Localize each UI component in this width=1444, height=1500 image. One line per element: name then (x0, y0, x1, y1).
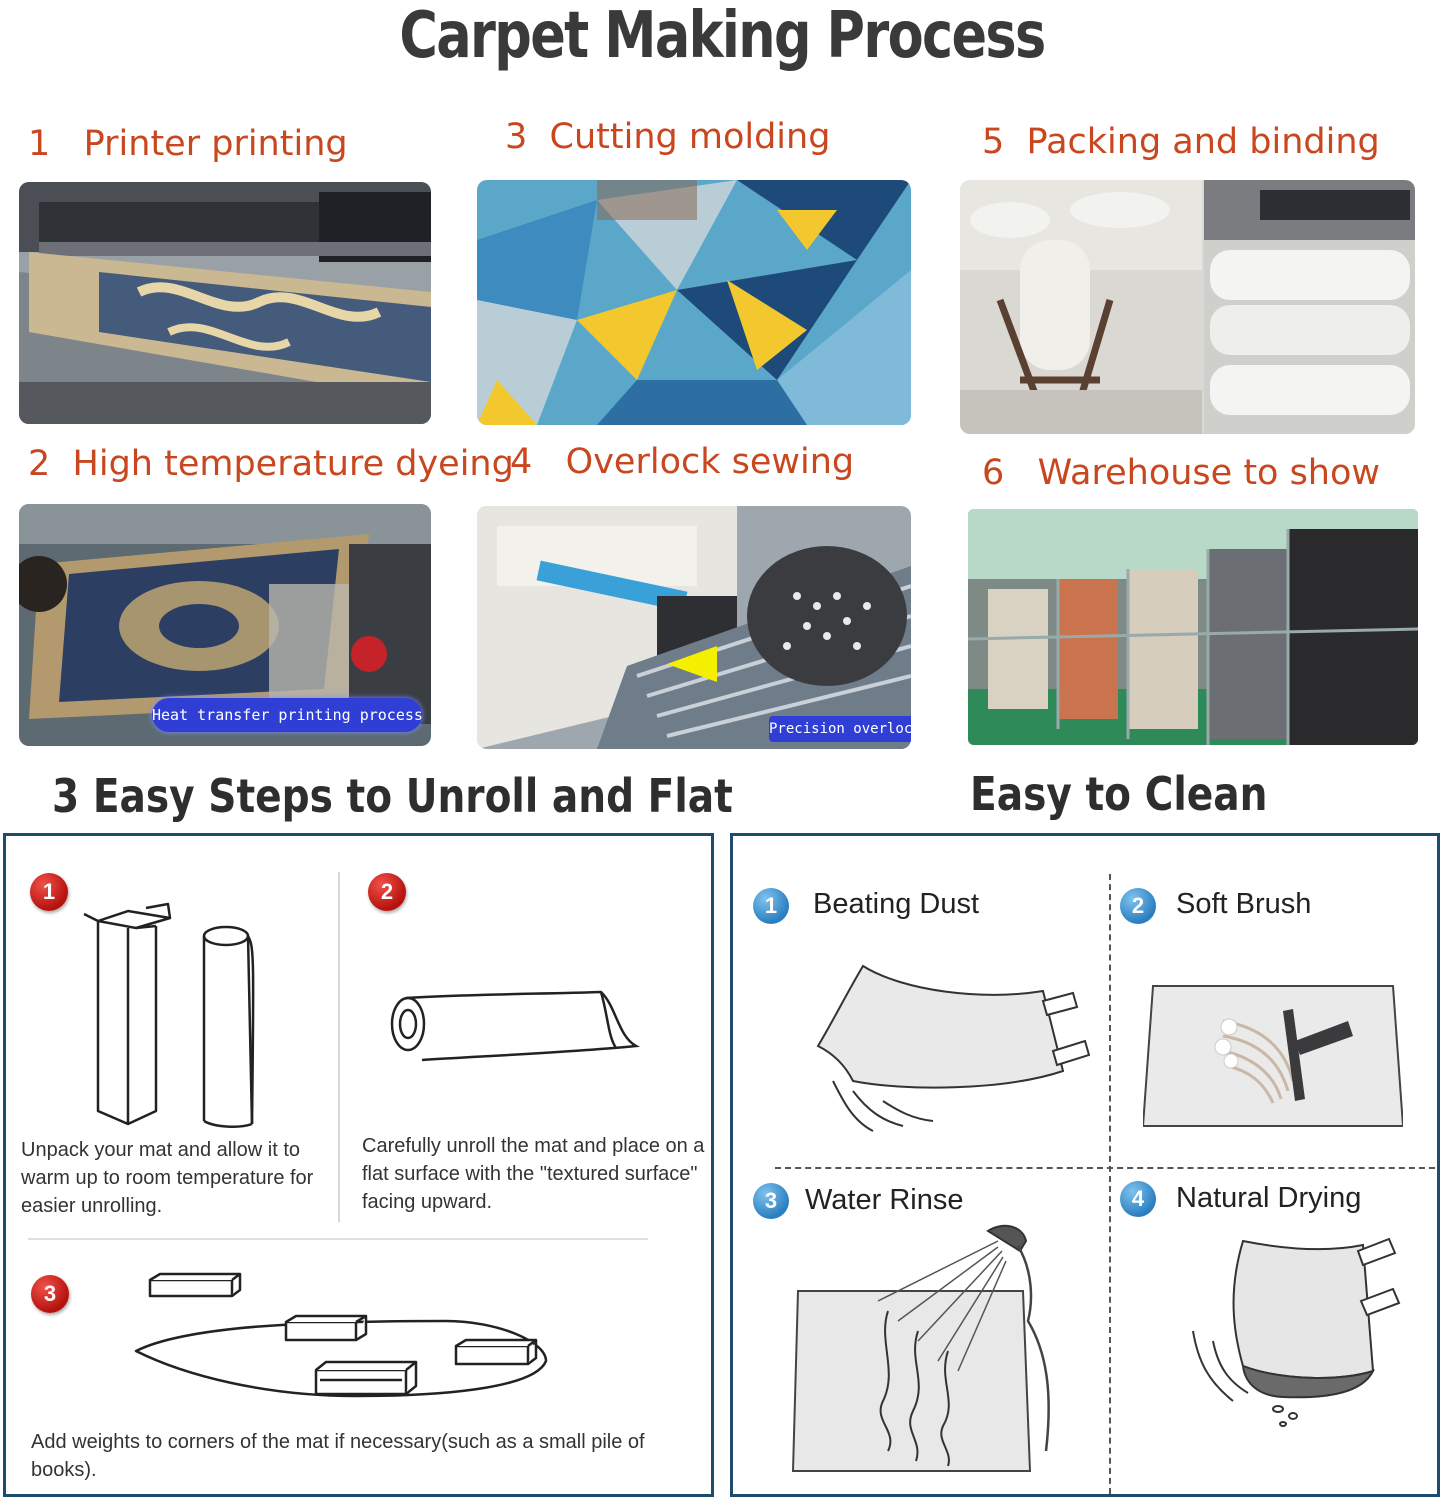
clean-step-2-label: Soft Brush (1176, 888, 1312, 920)
mat-with-weights-illustration (134, 1272, 548, 1398)
beating-dust-illustration (816, 964, 1091, 1132)
page-title: Carpet Making Process (399, 0, 1046, 73)
overlock-photo: Precision overlock (477, 506, 911, 749)
cutting-photo (477, 180, 911, 425)
warehouse-photo (968, 509, 1418, 745)
horizontal-divider (28, 1238, 648, 1240)
clean-panel: 1 Beating Dust 2 Soft Brush 3 Water Rins (730, 833, 1440, 1497)
clean-step-3-badge: 3 (753, 1183, 789, 1219)
horizontal-dashed-divider (775, 1167, 1435, 1169)
water-rinse-illustration (791, 1224, 1050, 1472)
dyeing-photo: Heat transfer printing process (19, 504, 431, 746)
clean-step-2-badge: 2 (1120, 888, 1156, 924)
heat-transfer-caption: Heat transfer printing process (152, 706, 423, 724)
overlock-caption: Precision overlock (769, 721, 911, 737)
unroll-section-title: 3 Easy Steps to Unroll and Flat (52, 769, 733, 823)
step-2-label: 2 High temperature dyeing (28, 444, 514, 484)
printer-photo (19, 182, 431, 424)
clean-step-4-badge: 4 (1120, 1181, 1156, 1217)
clean-step-4-label: Natural Drying (1176, 1182, 1362, 1214)
unroll-step-2-badge: 2 (368, 873, 406, 911)
vertical-dashed-divider (1109, 874, 1111, 1494)
clean-section-title: Easy to Clean (970, 767, 1268, 821)
step-5-label: 5 Packing and binding (982, 122, 1380, 162)
step-6-label: 6 Warehouse to show (982, 453, 1381, 493)
vertical-divider (338, 872, 340, 1222)
unroll-step-1-text: Unpack your mat and allow it to warm up … (21, 1139, 314, 1217)
unroll-panel: 1 Unpack your mat and allow it to warm u… (3, 833, 714, 1497)
step-4-label: 4 Overlock sewing (510, 442, 855, 482)
clean-step-1-badge: 1 (753, 888, 789, 924)
box-and-roll-illustration (83, 902, 255, 1128)
step-1-label: 1 Printer printing (28, 124, 348, 164)
unroll-step-2-text: Carefully unroll the mat and place on a … (362, 1135, 705, 1213)
unroll-step-3-badge: 3 (31, 1275, 69, 1313)
unroll-step-1-badge: 1 (30, 873, 68, 911)
unroll-step-3-text: Add weights to corners of the mat if nec… (31, 1431, 645, 1481)
clean-step-3-label: Water Rinse (805, 1184, 964, 1216)
clean-step-1-label: Beating Dust (813, 888, 980, 920)
step-3-label: 3 Cutting molding (505, 117, 831, 157)
packing-photo (960, 180, 1415, 434)
soft-brush-illustration (1143, 985, 1403, 1127)
unrolled-mat-illustration (390, 990, 641, 1062)
natural-drying-illustration (1192, 1237, 1401, 1427)
